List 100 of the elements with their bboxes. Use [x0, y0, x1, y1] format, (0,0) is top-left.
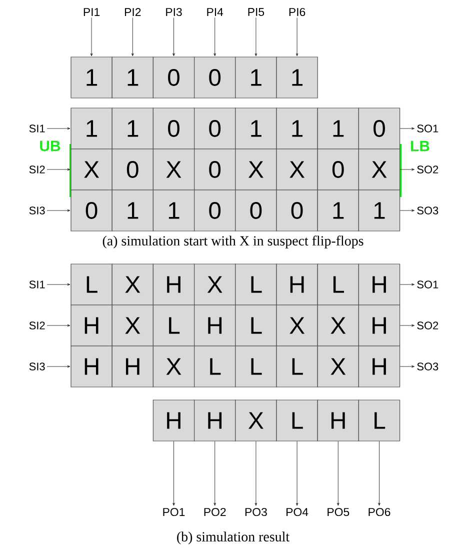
arrow	[296, 441, 298, 506]
register-cell: H	[152, 400, 195, 442]
pin-label: SO2	[417, 322, 438, 330]
arrow	[296, 18, 298, 56]
pin-label: PI1	[84, 8, 100, 16]
pin-label: SO3	[417, 206, 438, 214]
register-cell: X	[70, 148, 112, 190]
pin-label: SI2	[29, 322, 45, 330]
register-cell: 0	[358, 108, 400, 150]
register-cell: H	[358, 264, 400, 306]
register-cell: 1	[70, 56, 112, 98]
register-cell: 1	[317, 108, 359, 150]
caption: (a) simulation start with X in suspect flip-flops	[102, 236, 364, 248]
arrow	[214, 17, 216, 56]
arrow	[46, 168, 70, 171]
pin-label: SI3	[29, 206, 45, 214]
arrow	[254, 441, 258, 506]
register-cell: L	[317, 264, 359, 306]
register-cell: L	[235, 346, 277, 388]
register-cell: H	[112, 346, 154, 388]
register-cell: X	[194, 264, 236, 306]
register-cell: H	[358, 346, 400, 388]
register-cell: L	[276, 400, 318, 442]
register-cell: X	[152, 148, 195, 190]
pin-label: SI2	[29, 166, 45, 174]
register-cell: L	[358, 400, 400, 442]
arrow	[400, 324, 415, 327]
register-cell: X	[235, 400, 277, 442]
register-cell: L	[235, 264, 277, 306]
bound-label: UB	[40, 140, 60, 152]
register-cell: 1	[112, 108, 154, 150]
pin-label: PI2	[125, 8, 141, 16]
register-cell: L	[276, 346, 318, 388]
pin-label: PO3	[245, 508, 267, 516]
arrow	[46, 324, 70, 327]
arrow	[378, 441, 380, 506]
pin-label: SI3	[29, 362, 45, 370]
register-cell: H	[276, 264, 318, 306]
pin-label: SO1	[417, 124, 438, 132]
pin-label: PO5	[328, 508, 350, 516]
register-cell: 0	[235, 190, 277, 232]
register-cell: X	[152, 346, 195, 388]
arrow	[46, 365, 70, 368]
pin-label: PO6	[368, 508, 390, 516]
arrow	[400, 365, 415, 368]
arrow	[400, 168, 415, 171]
register-cell: 0	[152, 108, 195, 150]
caption: (b) simulation result	[177, 532, 290, 544]
register-cell: 0	[194, 56, 236, 98]
register-cell: 0	[152, 56, 195, 98]
register-cell: 1	[70, 108, 112, 150]
register-cell: L	[235, 304, 277, 346]
register-cell: H	[194, 400, 236, 442]
register-cell: X	[317, 346, 359, 388]
register-cell: H	[70, 304, 112, 346]
arrow	[90, 17, 93, 56]
pin-label: SI1	[29, 124, 45, 132]
pin-label: PO1	[163, 508, 185, 516]
register-cell: H	[152, 264, 195, 306]
register-cell: 0	[112, 148, 154, 190]
register-cell: 1	[358, 190, 400, 232]
arrow	[254, 17, 258, 56]
register-cell: 0	[194, 190, 236, 232]
arrow	[46, 209, 70, 212]
register-cell: X	[317, 304, 359, 346]
pin-label: PI6	[289, 8, 306, 16]
pin-label: PO2	[204, 508, 226, 516]
register-cell: 0	[194, 108, 236, 150]
pin-label: PI4	[207, 8, 224, 16]
register-cell: 1	[317, 190, 359, 232]
pin-label: SO3	[417, 362, 438, 370]
pin-label: SI1	[29, 280, 45, 288]
register-cell: 1	[112, 190, 154, 232]
pin-label: PI3	[166, 8, 182, 16]
register-cell: X	[276, 304, 318, 346]
register-cell: 0	[194, 148, 236, 190]
arrow	[400, 209, 415, 212]
register-cell: 1	[276, 56, 318, 98]
register-cell: 1	[276, 108, 318, 150]
register-cell: X	[112, 264, 154, 306]
arrow	[336, 441, 340, 506]
register-cell: H	[194, 304, 236, 346]
arrow	[172, 441, 175, 506]
register-cell: 1	[235, 108, 277, 150]
register-cell: X	[112, 304, 154, 346]
pin-label: PI5	[248, 8, 264, 16]
register-cell: L	[70, 264, 112, 306]
register-cell: H	[317, 400, 359, 442]
register-cell: 0	[70, 190, 112, 232]
register-cell: X	[358, 148, 400, 190]
pin-label: PO4	[286, 508, 308, 516]
register-cell: L	[152, 304, 195, 346]
arrow	[46, 127, 70, 130]
register-cell: X	[276, 148, 318, 190]
register-cell: H	[70, 346, 112, 388]
arrow	[400, 127, 415, 130]
register-cell: H	[358, 304, 400, 346]
pin-label: SO2	[417, 166, 438, 174]
register-cell: 0	[276, 190, 318, 232]
arrow	[214, 441, 216, 506]
